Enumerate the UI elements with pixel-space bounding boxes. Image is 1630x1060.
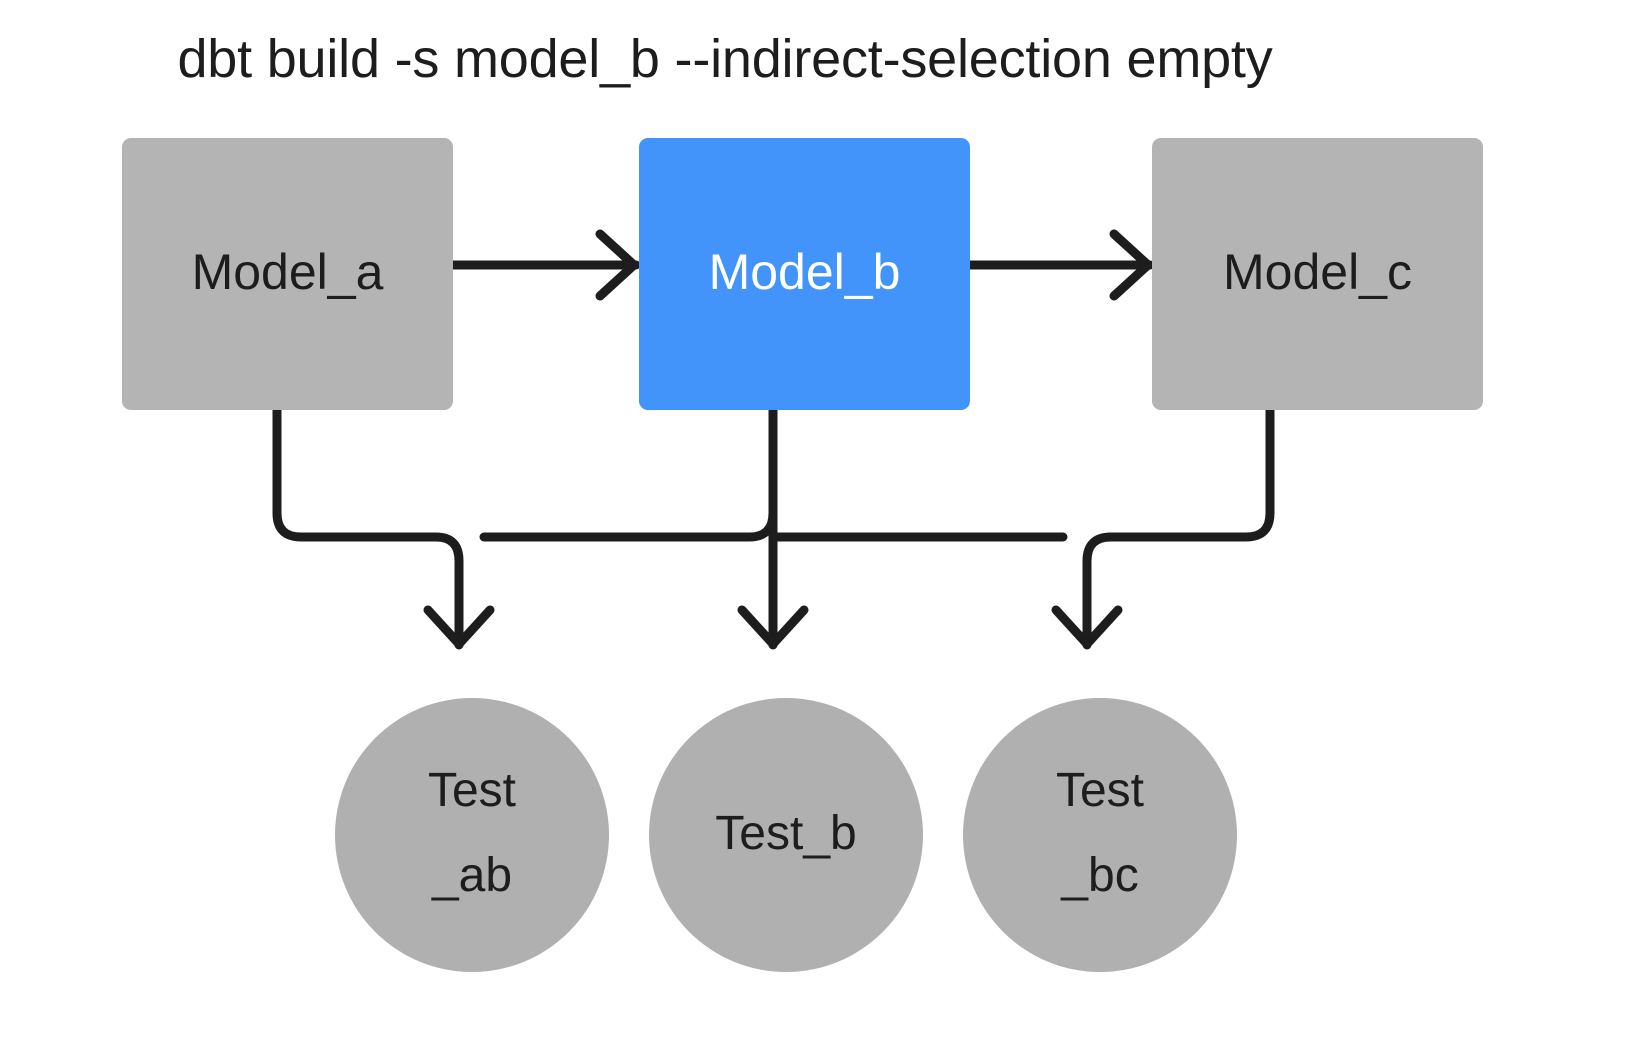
node-test-b[interactable]: Test_b [649,698,923,972]
node-test-ab[interactable]: Test _ab [335,698,609,972]
node-model-b-label: Model_b [708,244,901,300]
edge-model-b-to-test-ab [479,405,778,542]
edge-model-a-to-model-b [448,229,641,301]
node-model-a[interactable]: Model_a [122,138,453,410]
node-model-c-label: Model_c [1223,244,1412,300]
node-test-b-label: Test_b [715,806,857,860]
node-test-ab-label: Test _ab [427,764,517,902]
edge-model-c-to-test-bc [1051,405,1275,650]
edge-model-b-to-test-b [737,405,809,650]
node-model-a-label: Model_a [191,244,384,300]
edge-model-b-to-model-c [965,229,1155,301]
node-test-bc-label: Test _bc [1055,764,1145,902]
diagram-title: dbt build -s model_b --indirect-selectio… [177,29,1273,89]
node-model-b[interactable]: Model_b [639,138,970,410]
edge-model-a-to-test-ab [272,405,495,650]
node-test-bc[interactable]: Test _bc [963,698,1237,972]
node-model-c[interactable]: Model_c [1152,138,1483,410]
